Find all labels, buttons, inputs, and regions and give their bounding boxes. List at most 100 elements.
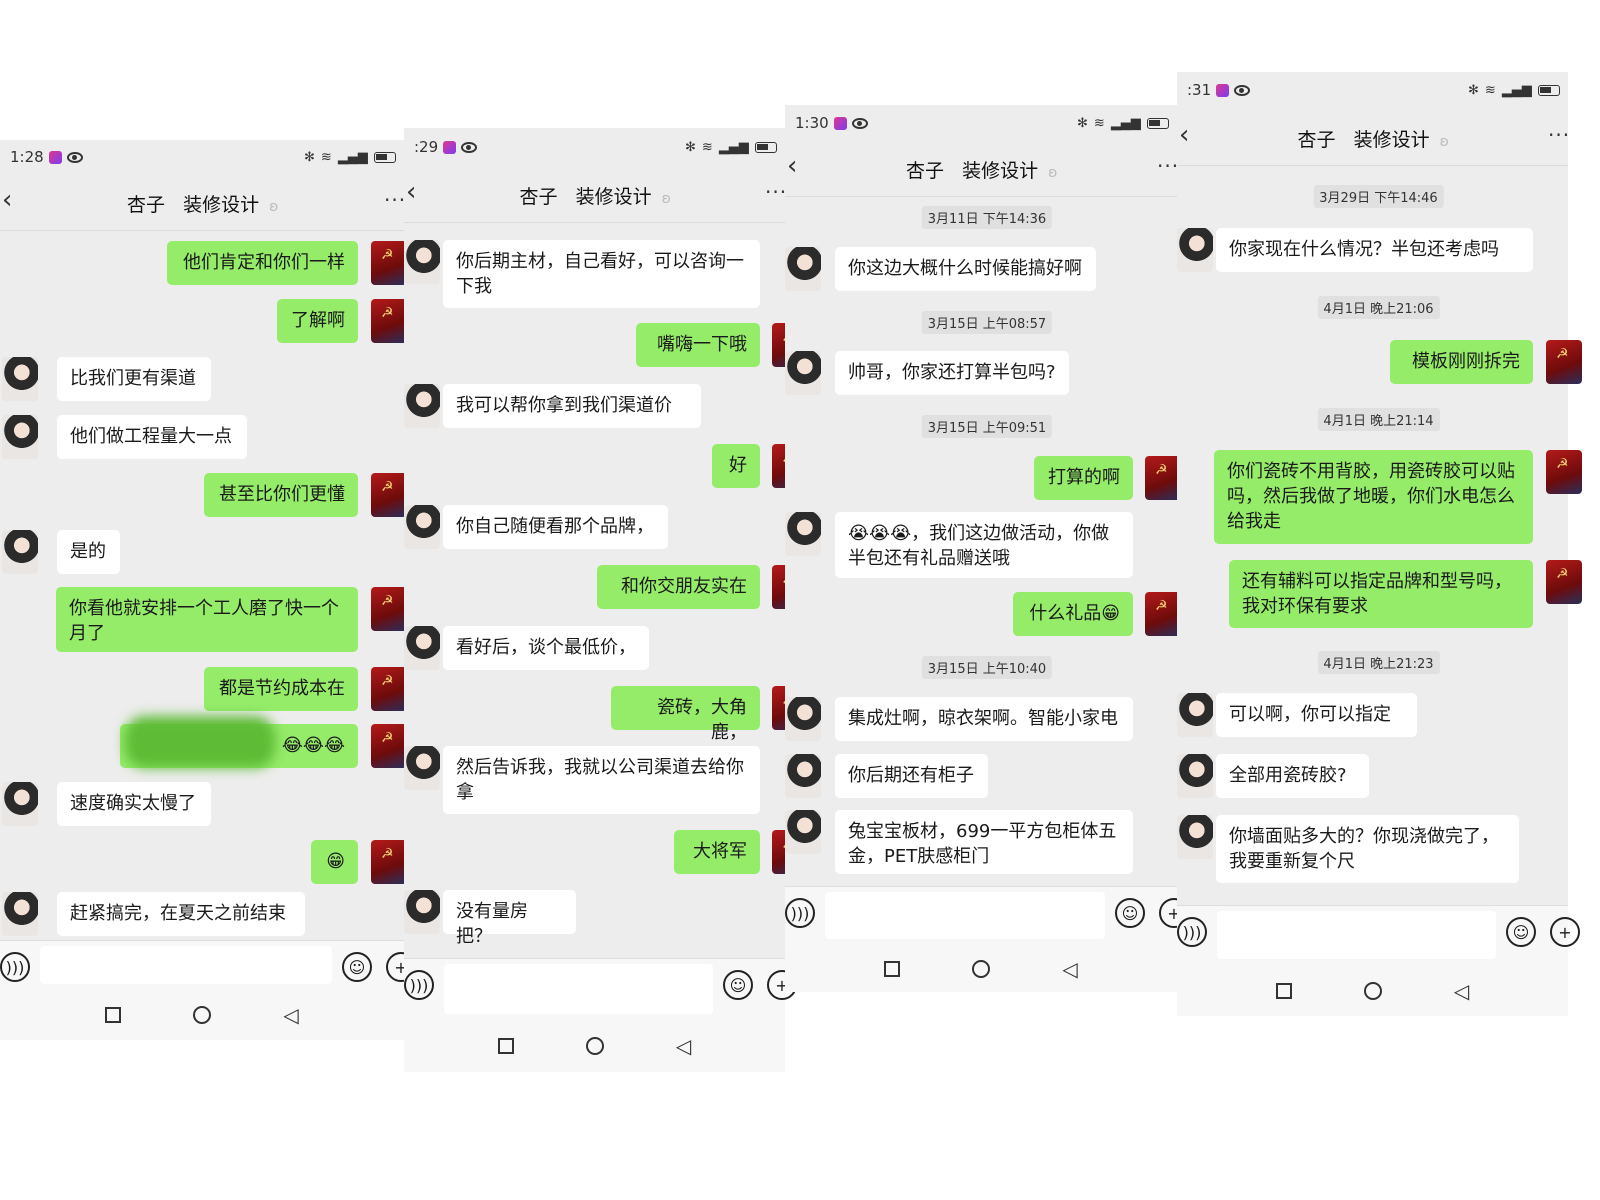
outgoing-message: 还有辅料可以指定品牌和型号吗，我对环保有要求 <box>1229 560 1533 628</box>
back-button[interactable]: ‹ <box>1179 120 1190 150</box>
my-avatar[interactable] <box>371 587 407 631</box>
incoming-message: 你后期主材，自己看好，可以咨询一下我 <box>443 240 760 308</box>
incoming-message: 是的 <box>57 530 120 574</box>
voice-input-button[interactable]: ))) <box>1177 917 1207 947</box>
outgoing-message: 都是节约成本在 <box>204 667 358 711</box>
wifi-icon: ≋ <box>320 150 332 165</box>
signal-icon: ▂▄▆ <box>1110 116 1141 131</box>
my-avatar[interactable] <box>371 667 407 711</box>
contact-avatar[interactable] <box>404 890 440 934</box>
my-avatar[interactable] <box>371 473 407 517</box>
contact-avatar[interactable] <box>404 505 440 549</box>
my-avatar[interactable] <box>1546 560 1582 604</box>
more-plus-button[interactable]: + <box>1550 917 1580 947</box>
message-input[interactable] <box>825 892 1105 939</box>
message-input[interactable] <box>444 964 713 1014</box>
recent-apps-button[interactable] <box>105 1007 122 1023</box>
contact-avatar[interactable] <box>2 357 38 401</box>
contact-name: 杏子 <box>906 160 945 182</box>
contact-avatar[interactable] <box>1177 693 1213 737</box>
contact-avatar[interactable] <box>2 892 38 936</box>
back-nav-button[interactable]: ◁ <box>1453 978 1470 1003</box>
home-button[interactable] <box>193 1006 212 1024</box>
emoji-button[interactable]: ☺ <box>1115 898 1145 928</box>
my-avatar[interactable] <box>1546 450 1582 494</box>
incoming-message: 😭😭😭，我们这边做活动，你做半包还有礼品赠送哦 <box>835 512 1133 578</box>
my-avatar[interactable] <box>371 840 407 884</box>
more-options-button[interactable]: ··· <box>765 180 788 204</box>
more-options-button[interactable]: ··· <box>1157 154 1180 178</box>
home-button[interactable] <box>1363 981 1382 1000</box>
contact-avatar[interactable] <box>785 697 821 741</box>
bluetooth-icon: ✻ <box>304 150 315 165</box>
back-button[interactable]: ‹ <box>787 151 798 181</box>
outgoing-message: 你们瓷砖不用背胶，用瓷砖胶可以贴吗，然后我做了地暖，你们水电怎么给我走 <box>1214 450 1533 544</box>
my-avatar[interactable] <box>371 724 407 768</box>
emoji-button[interactable]: ☺ <box>342 952 372 982</box>
contact-avatar[interactable] <box>785 810 821 854</box>
incoming-message: 你自己随便看那个品牌， <box>443 505 668 549</box>
my-avatar[interactable] <box>1546 340 1582 384</box>
more-options-button[interactable]: ··· <box>1548 123 1571 147</box>
incoming-message: 比我们更有渠道 <box>57 357 211 401</box>
contact-avatar[interactable] <box>404 626 440 670</box>
home-button[interactable] <box>585 1037 604 1055</box>
outgoing-message: 和你交朋友实在 <box>597 565 760 609</box>
more-options-button[interactable]: ··· <box>384 188 407 212</box>
incoming-message: 可以啊，你可以指定 <box>1216 693 1417 737</box>
title-spacer <box>944 160 962 182</box>
contact-avatar[interactable] <box>404 746 440 790</box>
status-bar-left: :29 <box>414 138 478 156</box>
outgoing-message: 瓷砖，大角鹿， <box>611 686 760 743</box>
title-spacer <box>1336 129 1354 151</box>
app-notification-icon <box>833 116 847 130</box>
contact-avatar[interactable] <box>1177 815 1213 859</box>
my-avatar[interactable] <box>1145 456 1181 500</box>
contact-avatar[interactable] <box>1177 228 1213 272</box>
message-input[interactable] <box>40 946 332 984</box>
contact-avatar[interactable] <box>2 415 38 459</box>
back-nav-button[interactable]: ◁ <box>675 1034 692 1058</box>
my-avatar[interactable] <box>371 299 407 343</box>
group-name: 装修设计 <box>183 194 260 216</box>
outgoing-message: 他们肯定和你们一样 <box>167 241 358 285</box>
emoji-button[interactable]: ☺ <box>723 970 753 1000</box>
app-notification-icon <box>1216 83 1230 97</box>
back-nav-button[interactable]: ◁ <box>1062 956 1078 981</box>
app-notification-icon <box>48 150 62 164</box>
recent-apps-button[interactable] <box>1275 982 1292 999</box>
contact-avatar[interactable] <box>404 240 440 284</box>
recent-apps-button[interactable] <box>884 960 901 977</box>
contact-avatar[interactable] <box>785 512 821 556</box>
contact-avatar[interactable] <box>785 247 821 291</box>
contact-avatar[interactable] <box>1177 754 1213 798</box>
incoming-message: 你墙面贴多大的？你现浇做完了，我要重新复个尺 <box>1216 815 1519 883</box>
contact-avatar[interactable] <box>785 754 821 798</box>
my-avatar[interactable] <box>1145 592 1181 636</box>
back-button[interactable]: ‹ <box>406 177 417 207</box>
eye-icon <box>851 117 868 129</box>
my-avatar[interactable] <box>371 241 407 285</box>
battery-icon <box>373 152 396 163</box>
status-bar-right: ✻≋▂▄▆ <box>1077 116 1169 131</box>
voice-input-button[interactable]: ))) <box>404 970 434 1000</box>
earpiece-mode-icon: ʚ <box>1439 134 1449 150</box>
contact-avatar[interactable] <box>785 351 821 395</box>
emoji-button[interactable]: ☺ <box>1506 917 1536 947</box>
voice-input-button[interactable]: ))) <box>0 952 30 982</box>
back-nav-button[interactable]: ◁ <box>283 1003 299 1027</box>
incoming-message: 速度确实太慢了 <box>57 782 211 826</box>
status-bar-left: 1:28 <box>10 148 83 166</box>
outgoing-message: 什么礼品😁 <box>1013 592 1133 636</box>
app-notification-icon <box>443 140 457 154</box>
message-input[interactable] <box>1217 911 1496 959</box>
contact-avatar[interactable] <box>2 530 38 574</box>
timestamp-label: 3月15日 上午08:57 <box>921 311 1053 334</box>
contact-avatar[interactable] <box>2 782 38 826</box>
back-button[interactable]: ‹ <box>2 185 13 215</box>
recent-apps-button[interactable] <box>497 1038 514 1054</box>
home-button[interactable] <box>972 959 991 978</box>
voice-input-button[interactable]: ))) <box>785 898 815 928</box>
contact-avatar[interactable] <box>404 384 440 428</box>
